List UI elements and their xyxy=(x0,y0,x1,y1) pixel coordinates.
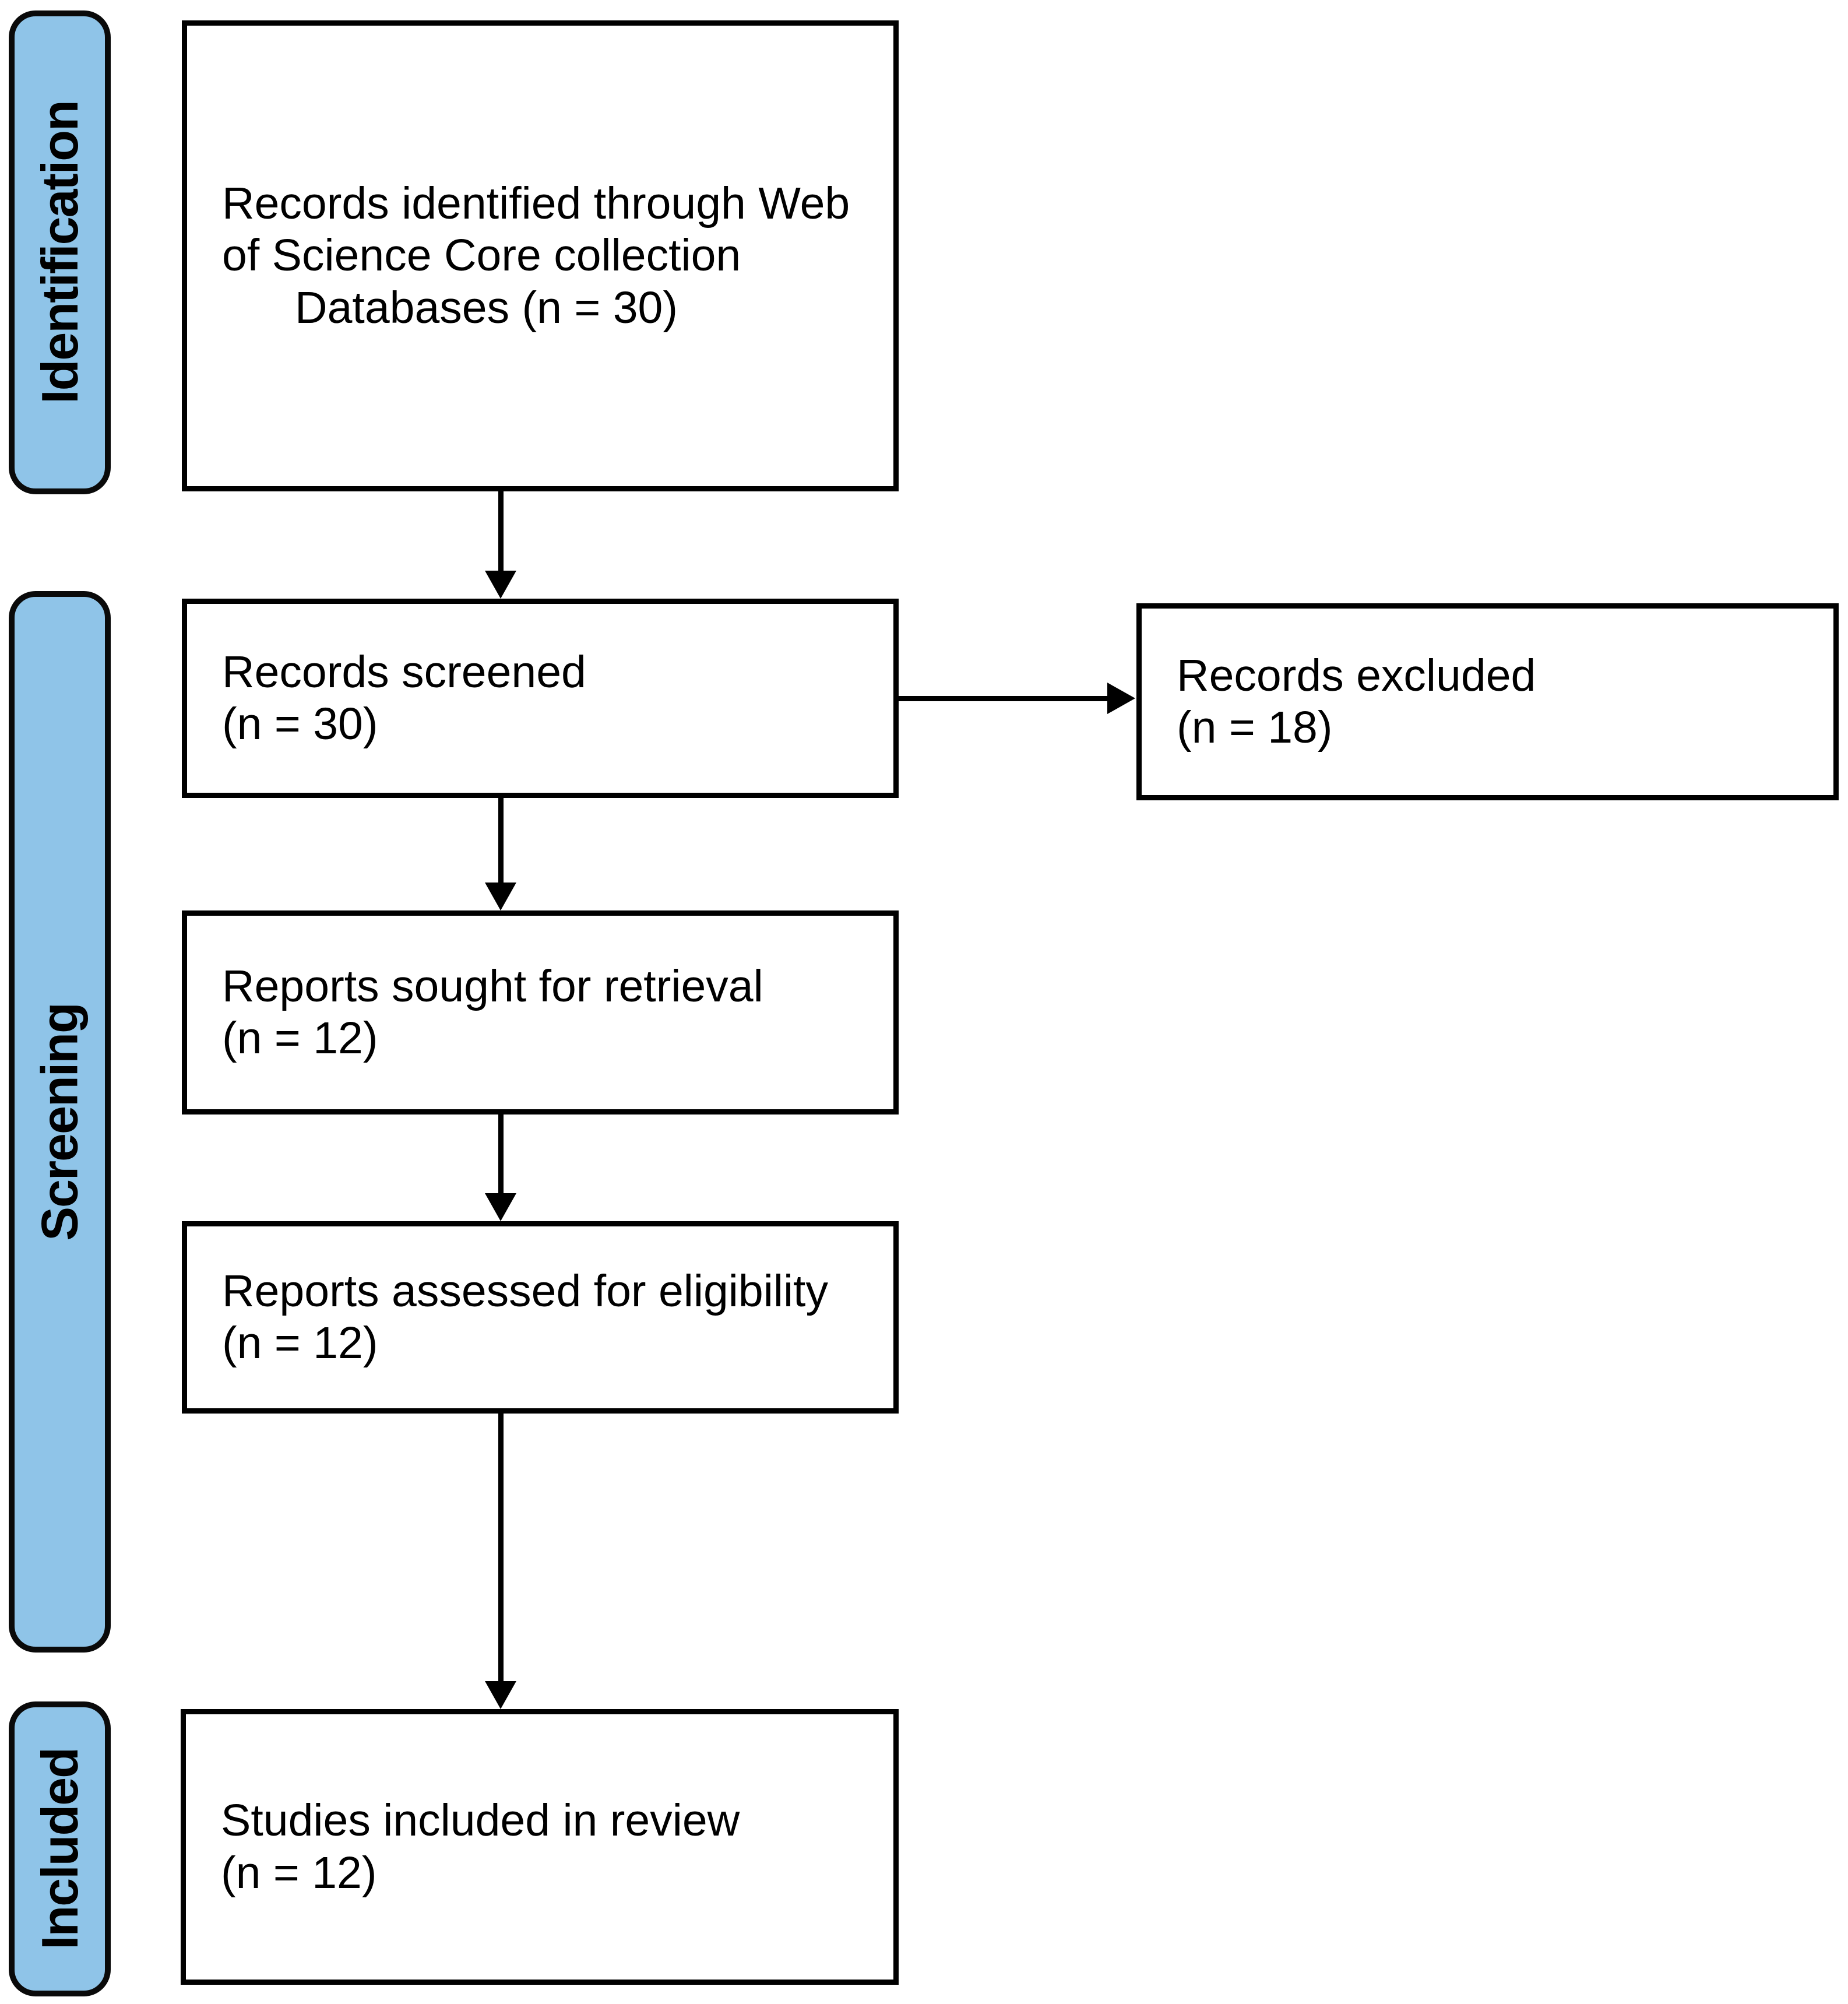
box-records-screened-line2: (n = 30) xyxy=(222,699,378,749)
box-records-identified-line3: Databases (n = 30) xyxy=(295,282,678,333)
box-records-identified-line1: Records identified through Web xyxy=(222,178,850,229)
arrow-screened-to-sought-stem xyxy=(498,798,504,883)
box-reports-sought: Reports sought for retrieval (n = 12) xyxy=(182,910,899,1114)
stage-bar-included: Included xyxy=(9,1701,111,1996)
box-studies-included-line1: Studies included in review xyxy=(221,1795,740,1846)
box-reports-assessed-line1: Reports assessed for eligibility xyxy=(222,1265,828,1316)
box-records-identified-line2: of Science Core collection xyxy=(222,230,741,281)
stage-label-screening: Screening xyxy=(30,1003,89,1241)
arrow-sought-to-assessed-head xyxy=(485,1193,516,1221)
box-records-excluded-line1: Records excluded xyxy=(1177,650,1536,701)
box-studies-included-line2: (n = 12) xyxy=(221,1847,377,1898)
arrow-screened-to-excluded-stem xyxy=(899,696,1107,701)
box-reports-assessed: Reports assessed for eligibility (n = 12… xyxy=(182,1221,899,1414)
box-records-identified: Records identified through Web of Scienc… xyxy=(182,20,899,491)
arrow-assessed-to-included-head xyxy=(485,1681,516,1709)
box-records-excluded-line2: (n = 18) xyxy=(1177,702,1333,753)
box-reports-sought-line1: Reports sought for retrieval xyxy=(222,961,763,1011)
arrow-assessed-to-included-stem xyxy=(498,1414,504,1681)
box-records-screened-line1: Records screened xyxy=(222,646,586,697)
box-records-excluded: Records excluded (n = 18) xyxy=(1136,603,1839,800)
arrow-screened-to-sought-head xyxy=(485,883,516,910)
box-reports-assessed-line2: (n = 12) xyxy=(222,1318,378,1368)
box-studies-included: Studies included in review (n = 12) xyxy=(181,1709,899,1985)
stage-bar-screening: Screening xyxy=(9,591,111,1653)
stage-label-included: Included xyxy=(30,1748,89,1950)
box-reports-sought-line2: (n = 12) xyxy=(222,1013,378,1063)
arrow-screened-to-excluded-head xyxy=(1107,683,1135,714)
stage-label-identification: Identification xyxy=(30,101,89,404)
arrow-identified-to-screened-stem xyxy=(498,491,504,571)
stage-bar-identification: Identification xyxy=(9,10,111,494)
arrow-identified-to-screened-head xyxy=(485,571,516,599)
box-records-screened: Records screened (n = 30) xyxy=(182,599,899,798)
arrow-sought-to-assessed-stem xyxy=(498,1114,504,1193)
